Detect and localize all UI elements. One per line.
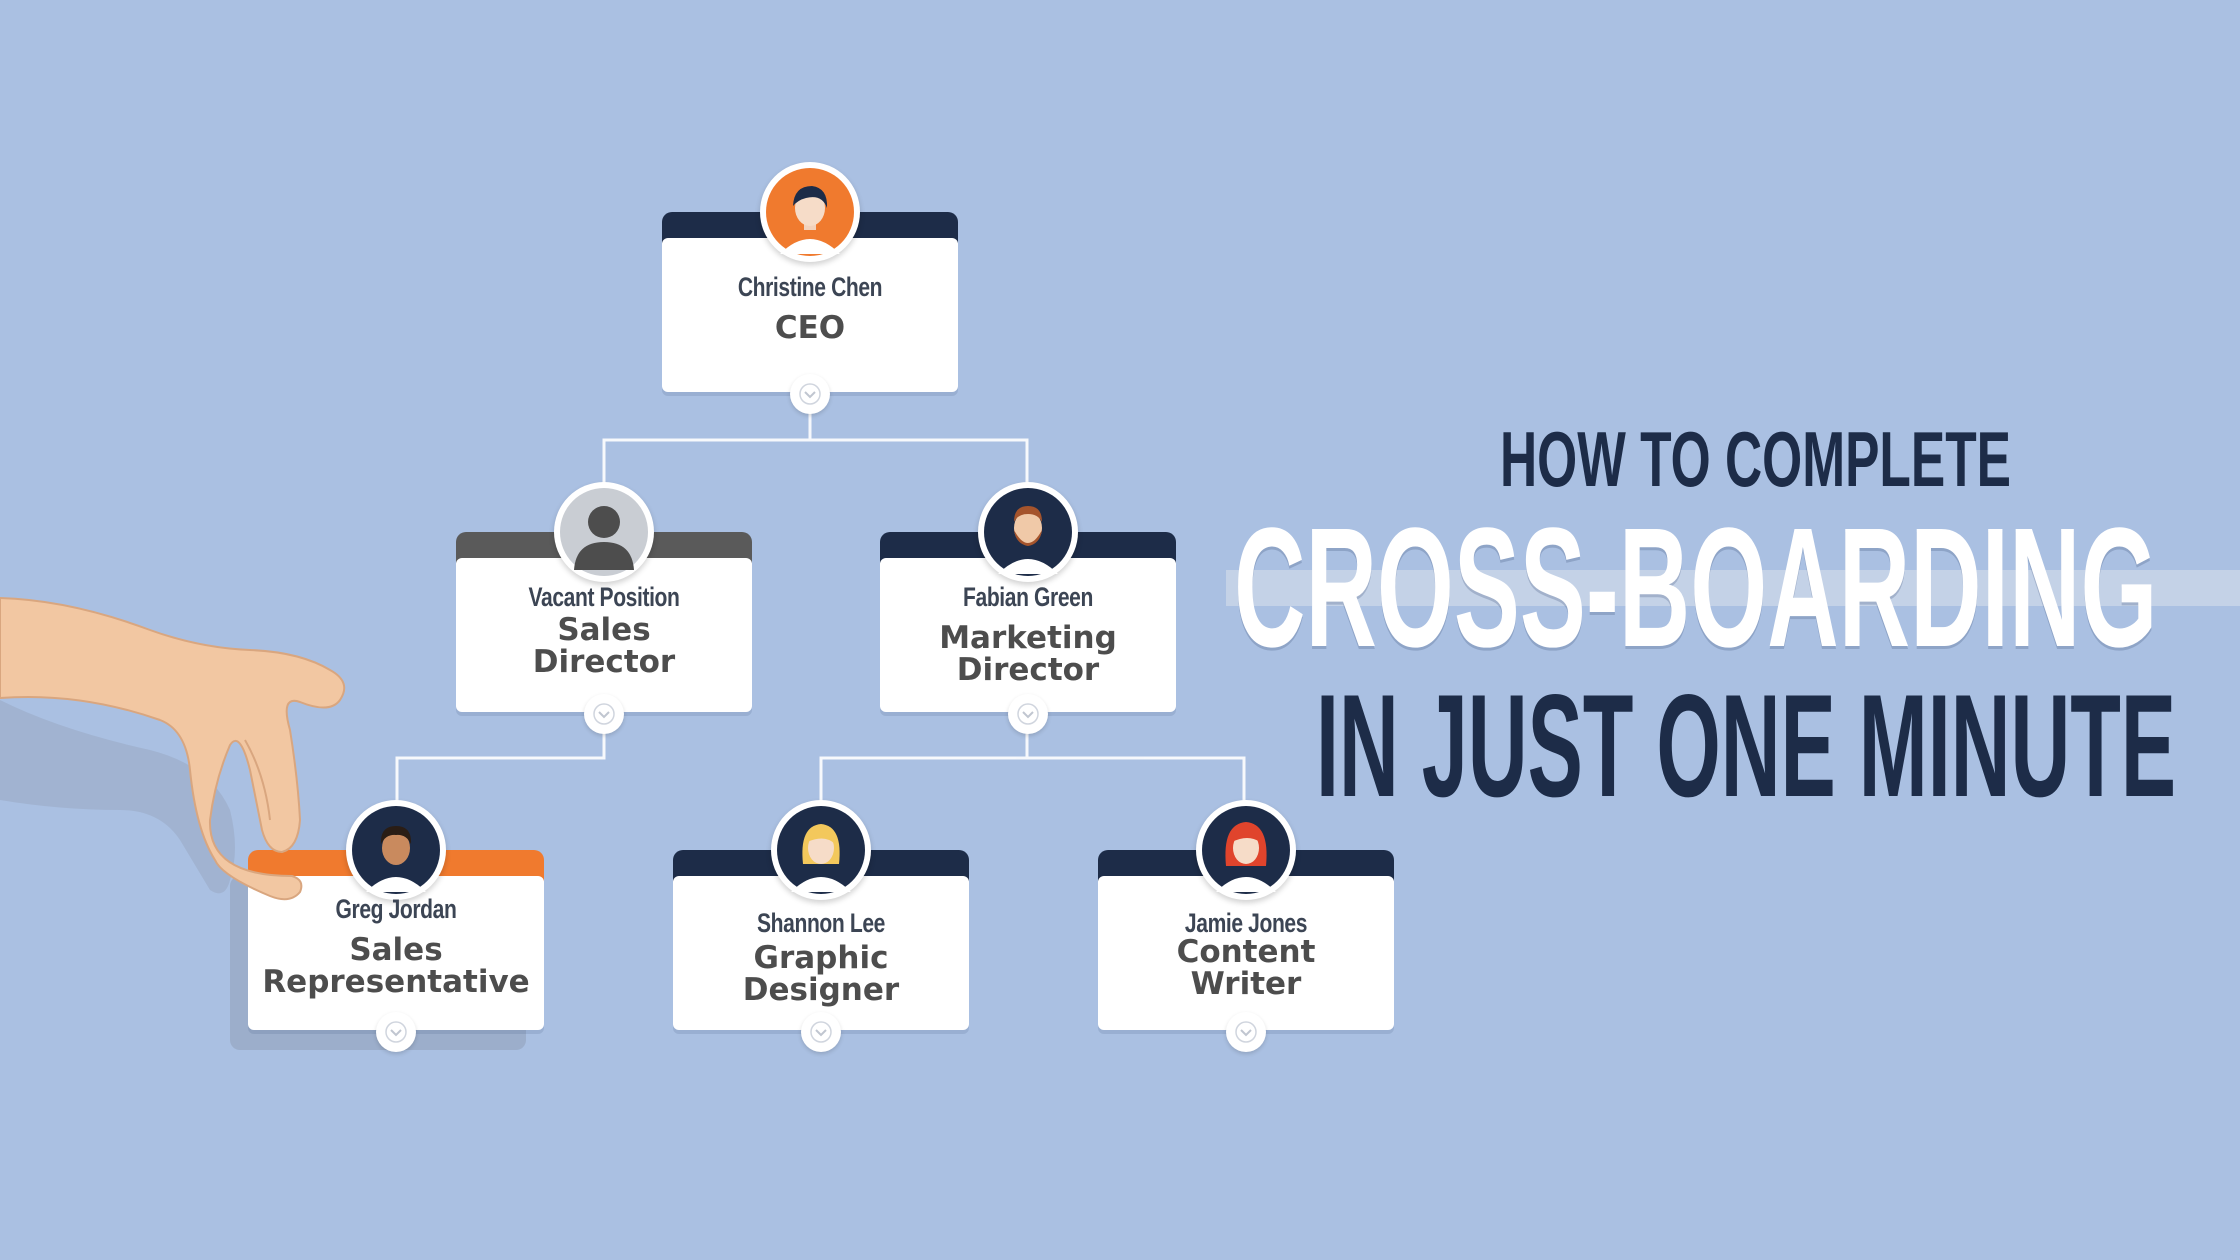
connector-ceo-sales-director xyxy=(602,410,812,490)
card-role: Sales Director xyxy=(532,612,676,680)
org-card-content-writer[interactable]: Jamie Jones Content Writer xyxy=(1098,800,1394,1052)
card-name: Fabian Green xyxy=(963,582,1093,612)
connector-sales-director-sales-rep xyxy=(395,730,606,810)
woman-red-hair-icon xyxy=(1196,800,1296,900)
org-card-marketing-director[interactable]: Fabian Green Marketing Director xyxy=(880,482,1176,734)
expand-chevron-button[interactable] xyxy=(584,694,624,734)
woman-short-hair-orange-icon xyxy=(760,162,860,262)
org-card-graphic-designer[interactable]: Shannon Lee Graphic Designer xyxy=(673,800,969,1052)
chevron-down-icon xyxy=(385,1021,407,1043)
chevron-down-icon xyxy=(799,383,821,405)
headline-line-1: HOW TO COMPLETE xyxy=(1500,415,2011,503)
card-body xyxy=(248,876,544,1030)
card-body xyxy=(1098,876,1394,1030)
card-role: Marketing Director xyxy=(939,620,1117,688)
headline-line-2: CROSS-BOARDING xyxy=(1234,493,2158,683)
chevron-down-icon xyxy=(1235,1021,1257,1043)
expand-chevron-button[interactable] xyxy=(376,1012,416,1052)
card-name: Jamie Jones xyxy=(1184,908,1308,938)
expand-chevron-button[interactable] xyxy=(790,374,830,414)
expand-chevron-button[interactable] xyxy=(1008,694,1048,734)
woman-blonde-icon xyxy=(771,800,871,900)
card-name: Greg Jordan xyxy=(335,894,457,924)
expand-chevron-button[interactable] xyxy=(1226,1012,1266,1052)
expand-chevron-button[interactable] xyxy=(801,1012,841,1052)
headline-highlight xyxy=(1226,570,2240,606)
headline-line-3: IN JUST ONE MINUTE xyxy=(1316,664,2177,827)
org-card-ceo[interactable]: Christine Chen CEO xyxy=(662,162,958,414)
card-name: Vacant Position xyxy=(528,582,680,612)
card-name: Shannon Lee xyxy=(757,908,885,938)
org-card-sales-rep[interactable]: Greg Jordan Sales Representative xyxy=(230,800,544,1052)
card-role: Sales Representative xyxy=(262,932,530,1000)
card-role: Graphic Designer xyxy=(742,940,900,1008)
man-beard-icon xyxy=(978,482,1078,582)
card-body xyxy=(880,558,1176,712)
connector-marketing-content-writer xyxy=(1027,756,1246,810)
card-body xyxy=(662,238,958,392)
hand-icon xyxy=(0,596,346,901)
org-card-sales-director[interactable]: Vacant Position Sales Director xyxy=(456,482,752,734)
card-body xyxy=(673,876,969,1030)
chevron-down-icon xyxy=(593,703,615,725)
man-dark-hair-icon xyxy=(346,800,446,900)
connector-marketing-graphic-designer xyxy=(819,730,1029,810)
vacant-person-icon xyxy=(554,482,654,582)
card-body xyxy=(456,558,752,712)
card-role: CEO xyxy=(774,310,846,346)
card-name: Christine Chen xyxy=(737,272,883,302)
card-role: Content Writer xyxy=(1176,934,1316,1002)
headline: HOW TO COMPLETE CROSS-BOARDING IN JUST O… xyxy=(1200,400,2240,827)
chevron-down-icon xyxy=(1017,703,1039,725)
chevron-down-icon xyxy=(810,1021,832,1043)
connector-ceo-marketing-director xyxy=(810,438,1029,490)
